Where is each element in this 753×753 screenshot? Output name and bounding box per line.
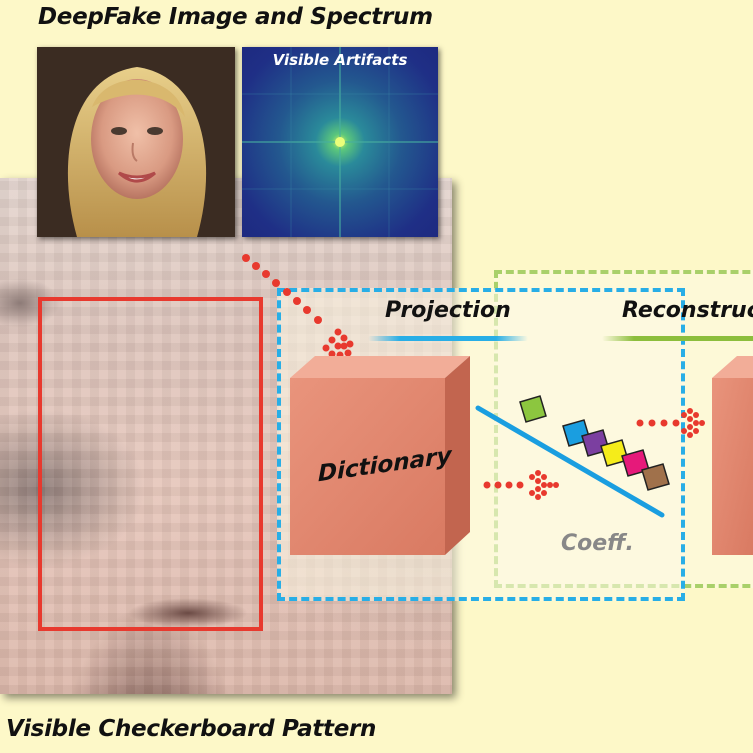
checkerboard-highlight-box <box>38 297 263 631</box>
figure-top-title: DeepFake Image and Spectrum <box>38 4 433 30</box>
visible-artifacts-label: Visible Artifacts <box>272 51 408 69</box>
spectrum-pattern <box>242 47 438 237</box>
fourier-spectrum-image: Visible Artifacts <box>242 47 438 237</box>
coeff-label: Coeff. <box>561 531 634 556</box>
face-illustration <box>37 47 235 237</box>
reconstruction-label: Reconstruc <box>622 298 753 323</box>
figure-bottom-title: Visible Checkerboard Pattern <box>6 716 377 742</box>
deepfake-face-image <box>37 47 235 237</box>
projection-underline <box>368 336 528 341</box>
reconstruction-underline <box>602 336 753 341</box>
projection-label: Projection <box>385 298 511 323</box>
nostril-region <box>128 598 248 628</box>
